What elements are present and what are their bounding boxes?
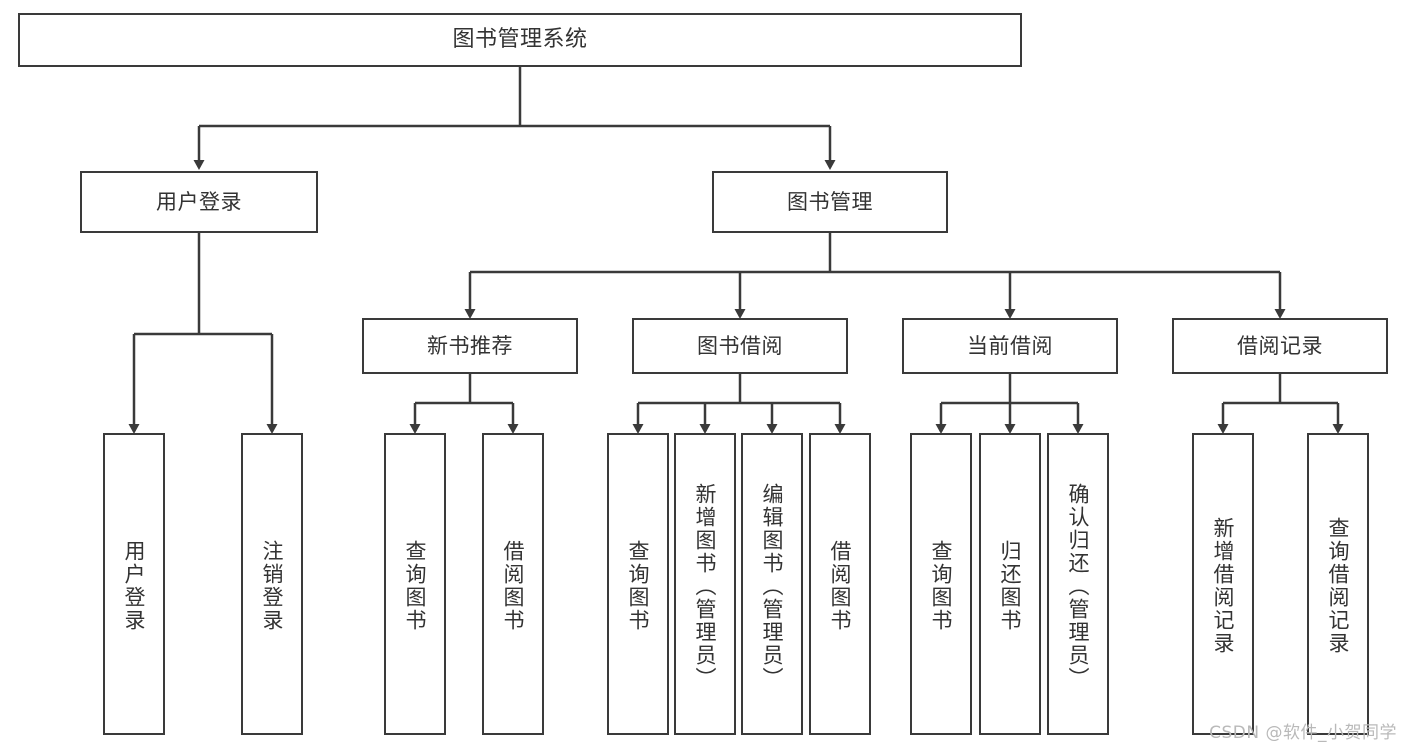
- node-book-management[interactable]: 图书管理: [712, 171, 948, 233]
- leaf-user-login-logout[interactable]: 注销登录: [241, 433, 303, 735]
- node-borrow-record[interactable]: 借阅记录: [1172, 318, 1388, 374]
- leaf-borrow-borrow-book[interactable]: 借阅图书: [809, 433, 871, 735]
- leaf-current-return-book[interactable]: 归还图书: [979, 433, 1041, 735]
- node-label: 新书推荐: [427, 333, 513, 358]
- node-label: 查询借阅记录: [1326, 517, 1351, 655]
- node-label: 借阅记录: [1237, 333, 1323, 358]
- node-label: 确认归还（管理员）: [1066, 482, 1091, 690]
- node-user-login[interactable]: 用户登录: [80, 171, 318, 233]
- node-label: 用户登录: [122, 540, 147, 632]
- leaf-borrow-add-book-admin[interactable]: 新增图书（管理员）: [674, 433, 736, 735]
- leaf-borrow-query-book[interactable]: 查询图书: [607, 433, 669, 735]
- node-root-system[interactable]: 图书管理系统: [18, 13, 1022, 67]
- node-label: 图书管理: [787, 189, 873, 214]
- watermark-text: CSDN @软件_小贺同学: [1209, 723, 1397, 743]
- leaf-record-query-record[interactable]: 查询借阅记录: [1307, 433, 1369, 735]
- node-label: 查询图书: [626, 540, 651, 632]
- leaf-current-query-book[interactable]: 查询图书: [910, 433, 972, 735]
- node-current-borrow[interactable]: 当前借阅: [902, 318, 1118, 374]
- node-label: 查询图书: [929, 540, 954, 632]
- leaf-record-add-record[interactable]: 新增借阅记录: [1192, 433, 1254, 735]
- leaf-user-login-login[interactable]: 用户登录: [103, 433, 165, 735]
- node-label: 新增图书（管理员）: [693, 482, 718, 690]
- leaf-new-book-query[interactable]: 查询图书: [384, 433, 446, 735]
- leaf-new-book-borrow[interactable]: 借阅图书: [482, 433, 544, 735]
- node-label: 图书管理系统: [452, 27, 588, 53]
- node-label: 注销登录: [260, 540, 285, 632]
- node-label: 查询图书: [403, 540, 428, 632]
- node-label: 借阅图书: [828, 540, 853, 632]
- node-label: 新增借阅记录: [1211, 517, 1236, 655]
- leaf-borrow-edit-book-admin[interactable]: 编辑图书（管理员）: [741, 433, 803, 735]
- node-label: 用户登录: [156, 189, 242, 214]
- node-label: 借阅图书: [501, 540, 526, 632]
- node-label: 归还图书: [998, 540, 1023, 632]
- node-label: 编辑图书（管理员）: [760, 482, 785, 690]
- node-new-book-recommend[interactable]: 新书推荐: [362, 318, 578, 374]
- node-label: 当前借阅: [967, 333, 1053, 358]
- leaf-current-confirm-return-admin[interactable]: 确认归还（管理员）: [1047, 433, 1109, 735]
- node-label: 图书借阅: [697, 333, 783, 358]
- node-book-borrow[interactable]: 图书借阅: [632, 318, 848, 374]
